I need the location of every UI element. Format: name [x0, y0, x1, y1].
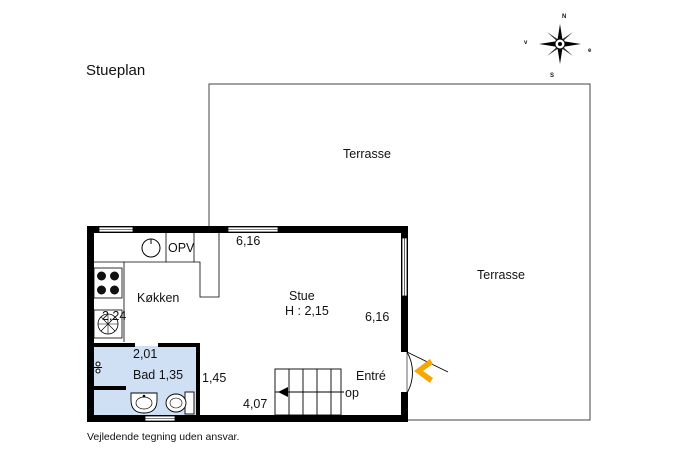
hall-name-label: Entré: [356, 369, 386, 383]
disclaimer-text: Vejledende tegning uden ansvar.: [87, 431, 239, 443]
compass-west-label: v: [524, 40, 528, 46]
kitchen-counter: [94, 233, 220, 342]
opv-label: OPV: [168, 241, 195, 255]
compass-east-label: e: [588, 48, 592, 54]
compass-rose-icon: N S e v: [524, 14, 592, 79]
living-depth-label: 6,16: [365, 310, 389, 324]
kitchen-sink-icon: [141, 238, 161, 258]
shower-tap-icon: [94, 361, 102, 374]
stair-direction-arrow-icon: [278, 387, 344, 397]
bottom-width-label: 4,07: [243, 397, 267, 411]
windows: [98, 226, 408, 422]
living-width-label: 6,16: [236, 234, 260, 248]
bath-depth-label: 1,45: [202, 371, 226, 385]
entrance-door: [406, 351, 449, 394]
stair-label: op: [345, 386, 359, 400]
terrace-top-label: Terrasse: [343, 147, 391, 161]
stove-icon: [93, 267, 123, 299]
terrace-outline: [208, 83, 591, 421]
terrace-right-label: Terrasse: [477, 268, 525, 282]
washbasin-icon: [130, 392, 158, 414]
interior-walls: [93, 343, 200, 417]
living-name-label: Stue: [289, 289, 315, 303]
kitchen-size-label: 2,24: [102, 309, 126, 323]
washing-machine-icon: [93, 309, 123, 339]
living-height-label: H : 2,15: [285, 304, 329, 318]
bath-width-label: 2,01: [133, 347, 157, 361]
entrance-arrow-icon: [414, 359, 433, 383]
plan-title: Stueplan: [86, 62, 145, 79]
bath-name-label: Bad 1,35: [133, 368, 183, 382]
compass-north-label: N: [562, 14, 566, 20]
kitchen-name-label: Køkken: [137, 291, 179, 305]
toilet-icon: [165, 391, 195, 415]
compass-south-label: S: [550, 73, 554, 79]
